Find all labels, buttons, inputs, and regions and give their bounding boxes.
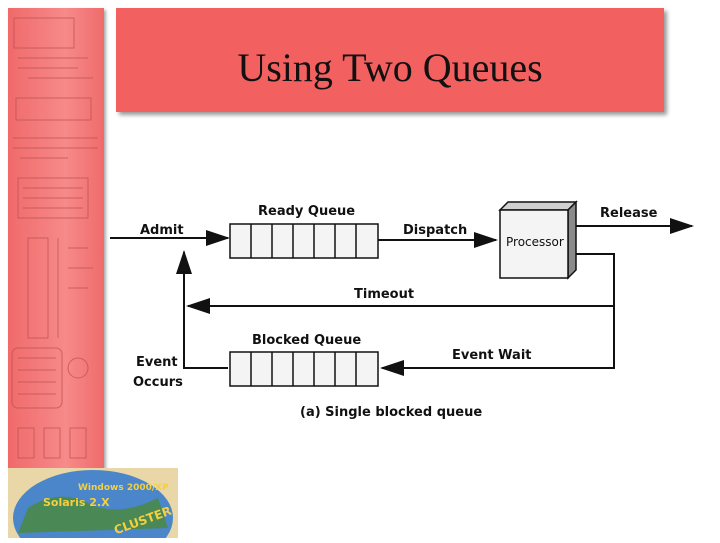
dispatch-label: Dispatch (403, 223, 467, 238)
event-occurs-label-line2: Occurs (133, 375, 183, 390)
timeout-label: Timeout (354, 287, 414, 302)
two-queues-diagram: Admit Ready Queue Dispatch Processor Rel… (110, 200, 694, 420)
event-wait-label: Event Wait (452, 348, 532, 363)
os-logo: Windows 2000/XP Solaris 2.X CLUSTER (8, 468, 178, 543)
ready-queue-label: Ready Queue (258, 204, 355, 219)
circuit-pattern (11, 17, 98, 459)
event-wait-arrow (380, 306, 615, 376)
event-occurs-arrow (176, 250, 228, 369)
admit-label: Admit (140, 223, 184, 238)
blocked-queue-box (229, 351, 379, 387)
decorative-side-strip (8, 8, 104, 470)
timeout-arrow (186, 253, 615, 314)
processor-box (498, 200, 578, 280)
ready-queue-box (229, 223, 379, 259)
release-label: Release (600, 206, 658, 221)
slide-title: Using Two Queues (237, 45, 543, 90)
processor-label: Processor (506, 235, 564, 249)
logo-text-solaris: Solaris 2.X (43, 496, 110, 509)
blocked-queue-label: Blocked Queue (252, 333, 361, 348)
diagram-caption: (a) Single blocked queue (300, 405, 482, 420)
event-occurs-label-line1: Event (136, 355, 178, 370)
title-banner: Using Two Queues (116, 8, 664, 112)
logo-text-windows: Windows 2000/XP (78, 483, 169, 493)
